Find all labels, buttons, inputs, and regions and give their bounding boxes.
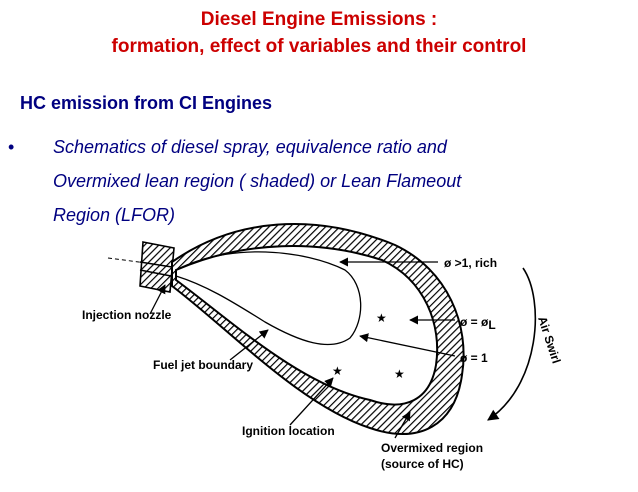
injection-nozzle-icon (139, 241, 175, 293)
label-phi-rich: ø >1, rich (444, 256, 497, 270)
label-injection-nozzle: Injection nozzle (82, 308, 172, 322)
star-icon: ★ (394, 367, 405, 381)
slide-title-line-2: formation, effect of variables and their… (111, 36, 527, 57)
label-ignition-location: Ignition location (242, 424, 335, 438)
star-icon: ★ (332, 364, 343, 378)
label-overmixed-source: (source of HC) (381, 457, 464, 471)
bullet-point-icon: • (8, 137, 15, 157)
label-phi-l: ø = øL (460, 315, 496, 332)
label-air-swirl: Air Swirl (535, 315, 563, 366)
leader-lines (149, 257, 456, 439)
bullet-text-line-3: Region (LFOR) (53, 205, 176, 225)
label-overmixed-region: Overmixed region (381, 441, 483, 455)
fuel-jet-boundary (175, 251, 362, 346)
slide-subtitle: HC emission from CI Engines (20, 93, 273, 113)
air-swirl-arrow (487, 267, 537, 421)
bullet-text-line-2: Overmixed lean region ( shaded) or Lean … (53, 171, 462, 191)
label-fuel-jet-boundary: Fuel jet boundary (153, 358, 253, 372)
bullet-text-line-1: Schematics of diesel spray, equivalence … (53, 137, 447, 157)
overmixed-lean-region (171, 222, 465, 435)
star-icon: ★ (376, 311, 387, 325)
label-phi-1: ø = 1 (460, 351, 488, 365)
slide-title-line-1: Diesel Engine Emissions : (200, 9, 438, 30)
